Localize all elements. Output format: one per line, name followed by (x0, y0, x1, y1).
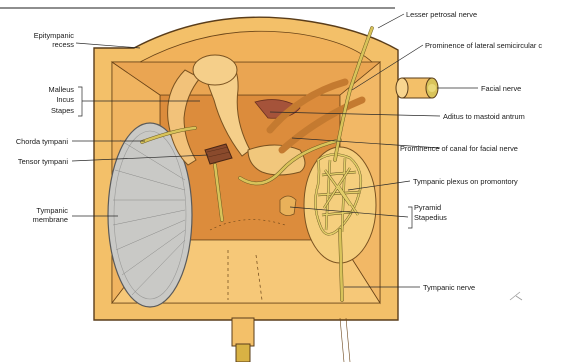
label-malleus: Malleus (49, 85, 75, 94)
label-stapes: Stapes (51, 106, 74, 115)
label-epitympanic: Epitympanic (34, 31, 75, 40)
label-tympanic-plexus: Tympanic plexus on promontory (413, 177, 518, 186)
pyramid-eminence (280, 196, 296, 216)
label-membrane: membrane (33, 215, 68, 224)
label-aditus: Aditus to mastoid antrum (443, 112, 525, 121)
label-tympanic-nerve: Tympanic nerve (423, 283, 475, 292)
label-recess: recess (52, 40, 74, 49)
label-facial-canal-prominence: Prominence of canal for facial nerve (400, 144, 518, 153)
label-tensor-tympani: Tensor tympani (18, 157, 68, 166)
label-lateral-canal-prominence: Prominence of lateral semicircular c (425, 41, 542, 50)
label-lesser-petrosal-nerve: Lesser petrosal nerve (406, 10, 477, 19)
tympanic-nerve (340, 230, 342, 300)
auditory-tube (232, 318, 350, 362)
facial-nerve-stump (396, 78, 438, 98)
label-tympanic: Tympanic (36, 206, 68, 215)
label-facial-nerve: Facial nerve (481, 84, 521, 93)
label-pyramid: Pyramid (414, 203, 441, 212)
label-stapedius: Stapedius (414, 213, 447, 222)
label-incus: Incus (56, 95, 74, 104)
label-chorda-tympani: Chorda tympani (16, 137, 69, 146)
stray-mark (510, 292, 522, 300)
